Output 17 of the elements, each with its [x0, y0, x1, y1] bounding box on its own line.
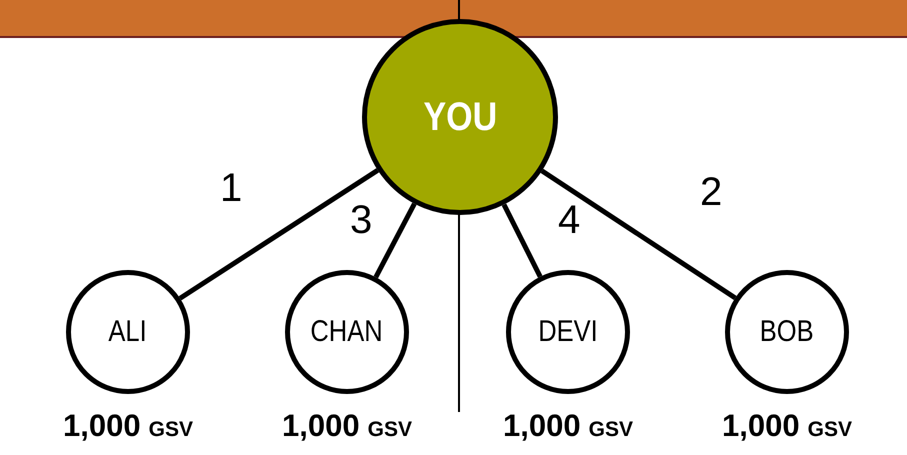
connector-line	[178, 168, 380, 300]
connector-line	[502, 203, 542, 278]
name-label: ALI	[108, 315, 148, 349]
unit-label: GSV	[368, 418, 412, 442]
sales-value: 1,000	[722, 408, 800, 444]
name-label: DEVI	[538, 315, 598, 349]
sales-value: 1,000	[503, 408, 581, 444]
unit-label: GSV	[588, 418, 633, 442]
name-label: BOB	[760, 315, 814, 349]
sales-value: 1,000	[63, 408, 141, 444]
unit-label: GSV	[148, 418, 193, 442]
connector-line	[374, 202, 417, 278]
unit-label: GSV	[808, 418, 852, 442]
connector-line	[540, 168, 737, 300]
sales-value: 1,000	[282, 408, 360, 444]
name-label: CHAN	[310, 315, 384, 349]
name-label: YOU	[423, 94, 497, 140]
